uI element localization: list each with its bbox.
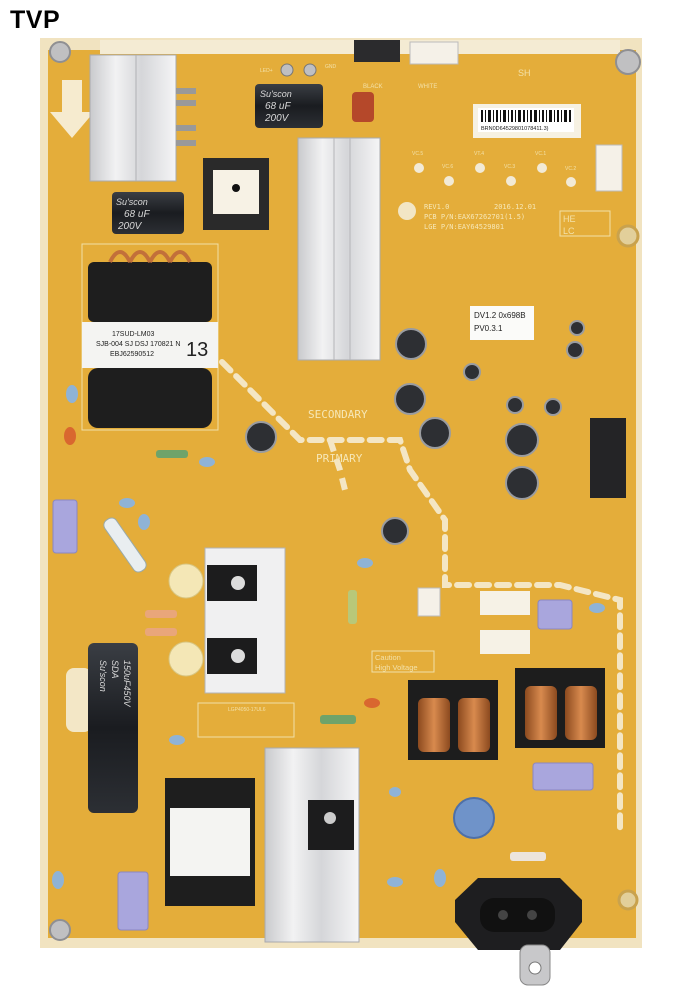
silk-black: BLACK bbox=[363, 84, 383, 90]
capacitor-bulk-150uf: Su'scon SDA 150uF450V bbox=[66, 643, 138, 813]
fuse bbox=[103, 517, 147, 573]
mounting-hole bbox=[615, 49, 641, 75]
connector-black bbox=[354, 40, 400, 62]
transformer-label-line: SJB-004 SJ DSJ 170821 N bbox=[96, 341, 180, 348]
silk-he: HE bbox=[563, 214, 576, 224]
x-capacitor bbox=[480, 630, 530, 654]
heatsink-bottom bbox=[264, 747, 360, 943]
ceramic-capacitor-orange bbox=[364, 698, 380, 708]
electrolytic-capacitors-small bbox=[245, 320, 585, 545]
cap-voltage: 200V bbox=[264, 113, 290, 124]
connector-white bbox=[409, 41, 459, 65]
test-point-label: VC.1 bbox=[535, 151, 546, 157]
cap-brand: Su'scon bbox=[98, 660, 108, 692]
arrow-marking bbox=[50, 80, 94, 138]
mounting-hole bbox=[49, 919, 71, 941]
silk-lc: LC bbox=[563, 226, 575, 236]
inductor-l203 bbox=[203, 158, 269, 230]
ceramic-capacitors bbox=[52, 385, 605, 889]
mounting-hole bbox=[617, 889, 639, 911]
mounting-hole bbox=[616, 224, 640, 248]
firmware-line: DV1.2 0x698B bbox=[474, 311, 526, 320]
barcode-text: BRN0D64529801078411.3) bbox=[481, 126, 549, 132]
mounting-hole bbox=[49, 41, 71, 63]
silk-sh: SH bbox=[518, 68, 531, 78]
heatsink-center bbox=[297, 137, 381, 361]
silk-date: 2016.12.01 bbox=[494, 203, 536, 211]
heatsink-top-left bbox=[89, 54, 196, 182]
capacitor-68uf-left: Su'scon 68 uF 200V bbox=[112, 192, 184, 234]
silk-white: WHITE bbox=[418, 84, 437, 90]
heatsink-primary bbox=[204, 547, 286, 694]
barcode-label: BRN0D64529801078411.3) bbox=[473, 104, 581, 138]
test-point-label: VC.3 bbox=[504, 164, 515, 170]
test-points: VC.5 VC.6 VT.4 VC.3 VC.1 VC.2 bbox=[412, 151, 576, 187]
connector-p100 bbox=[417, 587, 441, 617]
cap-voltage: 200V bbox=[117, 221, 143, 232]
cap-series: SDA bbox=[110, 660, 120, 679]
gnd-terminal bbox=[303, 63, 317, 77]
cap-brand: Su'scon bbox=[116, 197, 148, 207]
silk-secondary: SECONDARY bbox=[308, 408, 368, 421]
common-mode-choke bbox=[408, 680, 498, 760]
disc-capacitor-yellow bbox=[168, 563, 204, 599]
y-capacitors bbox=[52, 499, 594, 931]
varistor bbox=[453, 797, 495, 839]
film-capacitor bbox=[352, 92, 374, 122]
connector-output bbox=[590, 418, 626, 498]
caution-line: High Voltage bbox=[375, 663, 418, 672]
cap-value: 68 uF bbox=[265, 101, 291, 112]
lg-logo bbox=[398, 202, 416, 220]
test-point-label: VC.6 bbox=[442, 164, 453, 170]
model-text: LGP4050-17UL6 bbox=[228, 707, 266, 713]
silk-led-plus: LED+ bbox=[260, 68, 273, 74]
transformer-mark: 13 bbox=[186, 339, 208, 361]
ceramic-capacitor-orange bbox=[64, 427, 76, 445]
transformer-label-line: 17SUD-LM03 bbox=[112, 331, 155, 338]
led-plus-terminal bbox=[280, 63, 294, 77]
transformer-label-line: EBJ62590512 bbox=[110, 351, 154, 358]
cap-value: 68 uF bbox=[124, 209, 150, 220]
disc-capacitor-yellow bbox=[168, 641, 204, 677]
watermark-text: TVP bbox=[10, 6, 61, 34]
silk-rev: REV1.0 bbox=[424, 203, 449, 211]
transformer-standby bbox=[165, 778, 255, 906]
caution-line: Caution bbox=[375, 653, 401, 662]
model-table: LGP4050-17UL6 bbox=[197, 702, 295, 738]
silk-gnd: GND bbox=[325, 64, 337, 70]
he-lc-box bbox=[559, 210, 611, 237]
silk-lge-pn: LGE P/N:EAY64529801 bbox=[424, 223, 504, 231]
connector-white-side bbox=[595, 144, 623, 192]
ac-power-inlet bbox=[455, 878, 582, 986]
cap-value: 150uF450V bbox=[122, 660, 132, 708]
transformer-main: 17SUD-LM03 SJB-004 SJ DSJ 170821 N EBJ62… bbox=[81, 243, 219, 431]
firmware-line: PV0.3.1 bbox=[474, 324, 503, 333]
isolation-line bbox=[327, 439, 348, 491]
silk-primary: PRIMARY bbox=[316, 452, 363, 465]
resistors bbox=[145, 450, 546, 861]
test-point-label: VT.4 bbox=[474, 151, 484, 157]
test-point-label: VC.5 bbox=[412, 151, 423, 157]
test-point-label: VC.2 bbox=[565, 166, 576, 172]
capacitor-68uf-top: Su'scon 68 uF 200V bbox=[255, 84, 323, 128]
common-mode-choke bbox=[515, 668, 605, 748]
firmware-label: DV1.2 0x698B PV0.3.1 bbox=[470, 306, 534, 340]
x-capacitor bbox=[480, 591, 530, 615]
isolation-line bbox=[219, 359, 623, 833]
caution-high-voltage: Caution High Voltage bbox=[371, 650, 435, 673]
cap-brand: Su'scon bbox=[260, 89, 292, 99]
silk-pcb-pn: PCB P/N:EAX67262701(1.5) bbox=[424, 213, 525, 221]
